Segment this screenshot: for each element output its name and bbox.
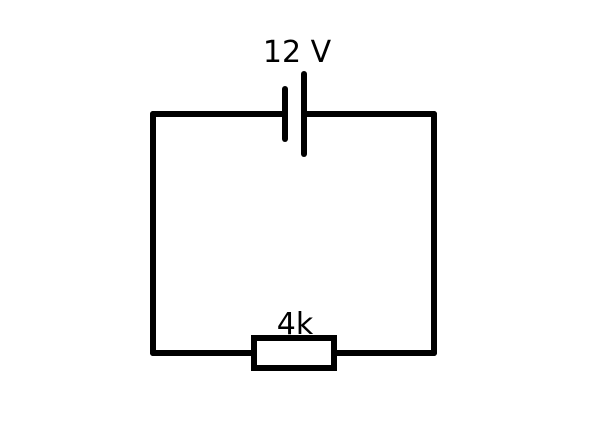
resistor-symbol bbox=[251, 335, 337, 371]
battery-label: 12 V bbox=[263, 35, 332, 70]
resistor-label: 4k bbox=[277, 307, 314, 342]
battery-symbol bbox=[282, 71, 307, 157]
